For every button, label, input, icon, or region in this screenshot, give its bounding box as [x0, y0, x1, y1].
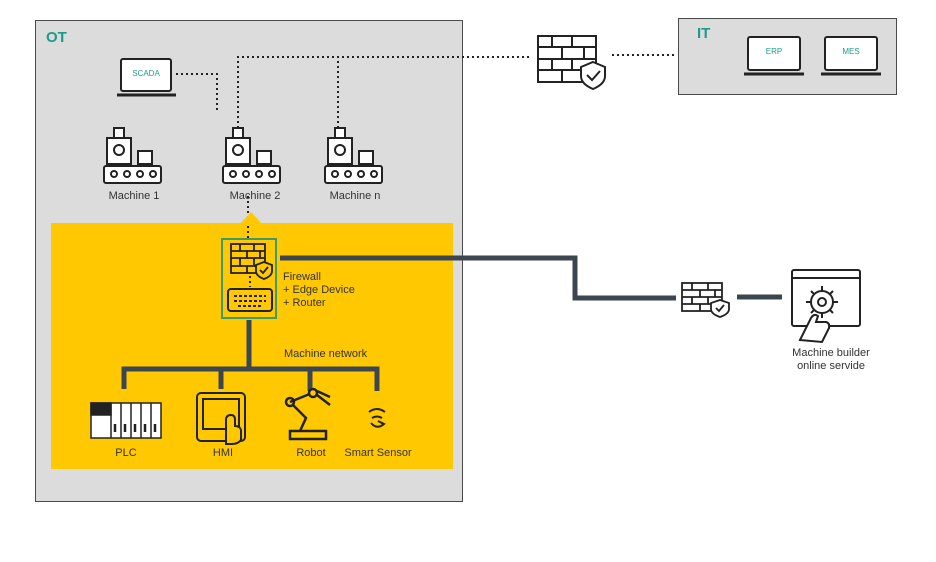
robot-label: Robot — [296, 447, 326, 459]
ot-uplink — [237, 56, 530, 133]
edge-label-firewall: Firewall — [283, 271, 321, 283]
machine-n-label: Machine n — [329, 190, 381, 202]
ot-zone-title: OT — [46, 29, 67, 46]
machine-network-label: Machine network — [284, 348, 368, 360]
dotted-connections — [176, 54, 674, 287]
plc-label: PLC — [115, 447, 137, 459]
network-bus — [121, 366, 380, 391]
machine-1-label: Machine 1 — [108, 190, 160, 202]
cloud-link — [280, 255, 676, 301]
online-service-label-line1: Machine builder — [792, 347, 870, 359]
machine-2-label: Machine 2 — [229, 190, 281, 202]
hmi-label: HMI — [212, 447, 234, 459]
online-service-label-line2: online servide — [797, 360, 865, 372]
scada-label: SCADA — [132, 69, 160, 78]
edge-label-edge-device: + Edge Device — [283, 284, 355, 296]
mes-label: MES — [842, 47, 860, 56]
erp-label: ERP — [765, 47, 783, 56]
smart-sensor-label: Smart Sensor — [344, 447, 412, 459]
edge-label-router: + Router — [283, 297, 326, 309]
scada-link — [176, 73, 218, 110]
it-zone-title: IT — [697, 25, 711, 42]
solid-connections — [121, 255, 782, 391]
